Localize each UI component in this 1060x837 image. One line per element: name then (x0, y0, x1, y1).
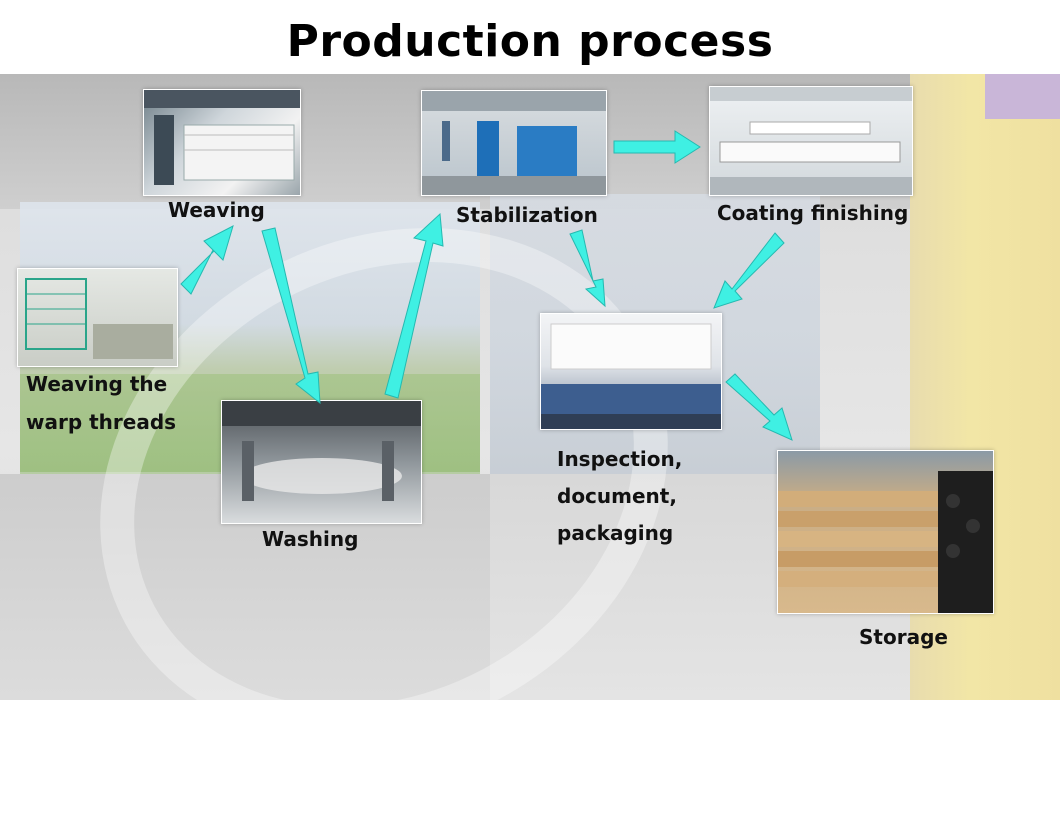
photo-warp (17, 268, 178, 367)
weaving-machine-icon (144, 90, 300, 185)
arrow-washing-to-stabilization (384, 212, 444, 399)
purple-panel (985, 74, 1060, 119)
photo-inspection (540, 313, 722, 430)
title-bar: Production process (0, 0, 1060, 74)
label-inspection-line-2: document, (557, 484, 677, 508)
arrow-warp-to-weaving (180, 225, 234, 295)
stabilization-machine-icon (422, 91, 606, 195)
label-inspection: Inspection, document, packaging (557, 441, 682, 552)
label-warp-line-2: warp threads (26, 410, 177, 434)
washing-machine-icon (222, 401, 421, 501)
label-weaving: Weaving (168, 198, 265, 222)
warp-creel-icon (25, 278, 173, 359)
label-washing: Washing (262, 527, 359, 551)
photo-stabilization (421, 90, 607, 196)
inspection-table-icon (541, 323, 721, 429)
arrow-inspection-to-storage (725, 373, 793, 441)
label-inspection-line-3: packaging (557, 521, 674, 545)
label-warp: Weaving the warp threads (26, 365, 176, 441)
label-stabilization: Stabilization (456, 203, 598, 227)
arrow-stabilization-to-inspection (569, 229, 606, 308)
label-warp-line-1: Weaving the (26, 372, 168, 396)
photo-coating (709, 86, 913, 196)
arrow-coating-to-inspection (713, 232, 785, 309)
coating-line-icon (710, 87, 912, 195)
arrow-weaving-to-washing (261, 227, 321, 405)
label-storage: Storage (859, 625, 948, 649)
photo-storage (777, 450, 994, 614)
label-coating: Coating finishing (717, 201, 909, 225)
arrow-stabilization-to-coating (613, 130, 701, 164)
flow-arrows (180, 130, 793, 441)
page-title: Production process (286, 16, 774, 67)
photo-weaving (143, 89, 301, 196)
label-inspection-line-1: Inspection, (557, 447, 683, 471)
photo-washing (221, 400, 422, 524)
fabric-rolls-icon (778, 471, 993, 613)
